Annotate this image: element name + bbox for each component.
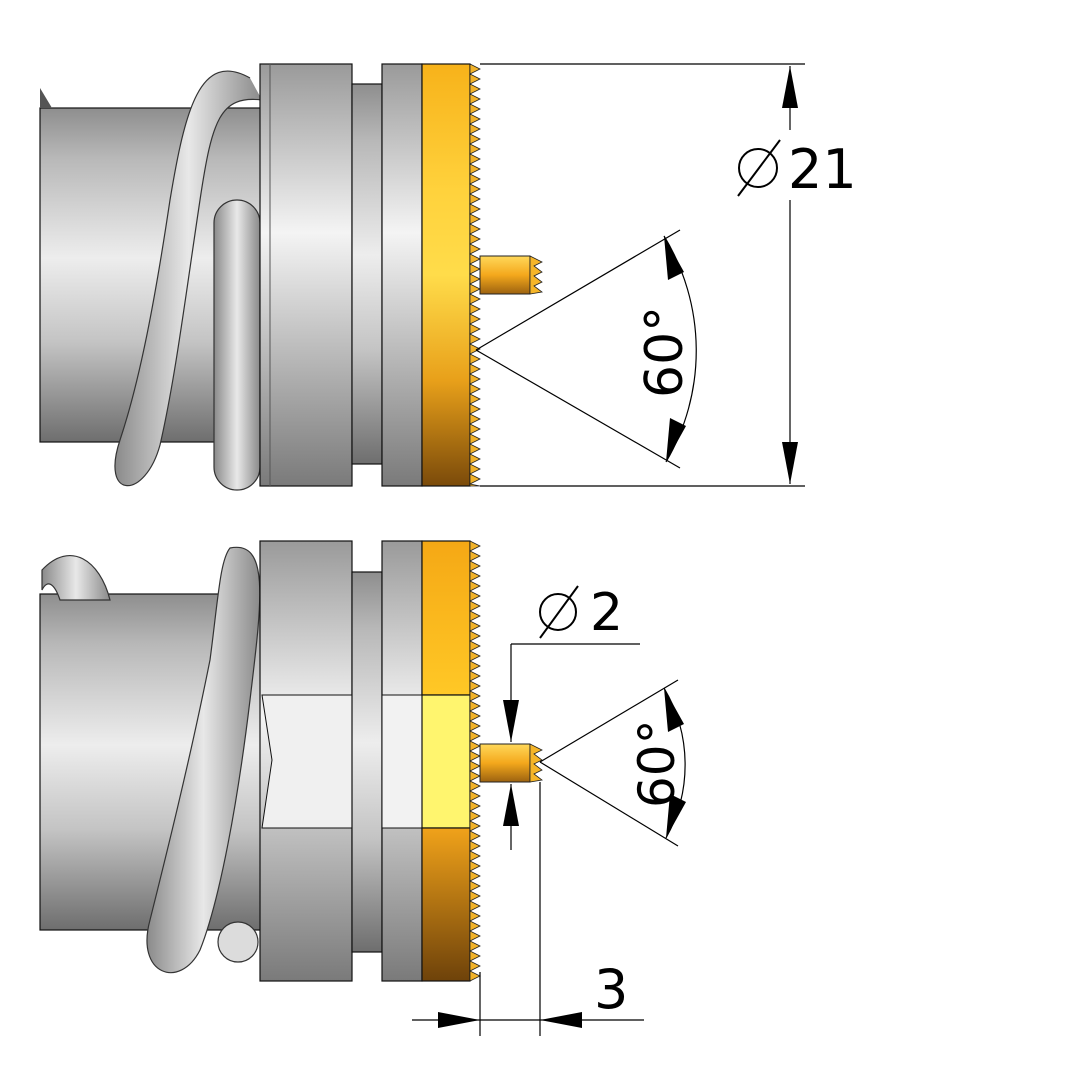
top-angle-label: 60° (635, 306, 695, 398)
bottom-length-arrow-left (438, 1012, 480, 1028)
top-contact-pin (479, 255, 543, 295)
top-angle-arrow-1 (664, 236, 684, 280)
bottom-gold-plate-top (421, 540, 471, 696)
bottom-serration (469, 540, 481, 982)
bottom-view (39, 540, 543, 982)
bottom-diameter-arrow-up (503, 784, 519, 826)
bottom-diameter-label: 2 (539, 583, 623, 643)
top-serration (468, 63, 481, 487)
bottom-spring-coil (41, 546, 261, 974)
bottom-dimensions: 2 60° 3 (412, 583, 686, 1036)
bottom-angle-arrow-1 (664, 688, 684, 732)
bottom-diameter-value: 2 (590, 583, 623, 643)
top-view (39, 63, 543, 491)
bottom-contact-pin (479, 743, 543, 783)
top-flange-2 (381, 63, 423, 487)
bottom-hex-face (261, 694, 353, 829)
top-flange-1 (259, 63, 353, 487)
top-angle-arrow-2 (666, 418, 686, 462)
top-diameter-arrow-down (782, 442, 798, 484)
top-diameter-label: 21 (737, 138, 857, 201)
top-dimensions: 21 60° (475, 63, 857, 487)
top-spring-coil (114, 70, 263, 491)
bottom-angle-label: 60° (628, 719, 686, 808)
top-neck (351, 83, 383, 465)
bottom-gold-plate-mid (421, 694, 471, 829)
top-gold-plate (421, 63, 471, 487)
top-diameter-arrow-up (782, 66, 798, 108)
bottom-angle-arrow-2 (666, 794, 686, 838)
bottom-neck (351, 571, 383, 953)
bottom-diameter-arrow-down (503, 700, 519, 742)
top-diameter-value: 21 (788, 138, 857, 201)
bottom-length-arrow-right (540, 1012, 582, 1028)
bottom-length-value: 3 (594, 958, 628, 1021)
bottom-gold-plate-bottom (421, 827, 471, 982)
